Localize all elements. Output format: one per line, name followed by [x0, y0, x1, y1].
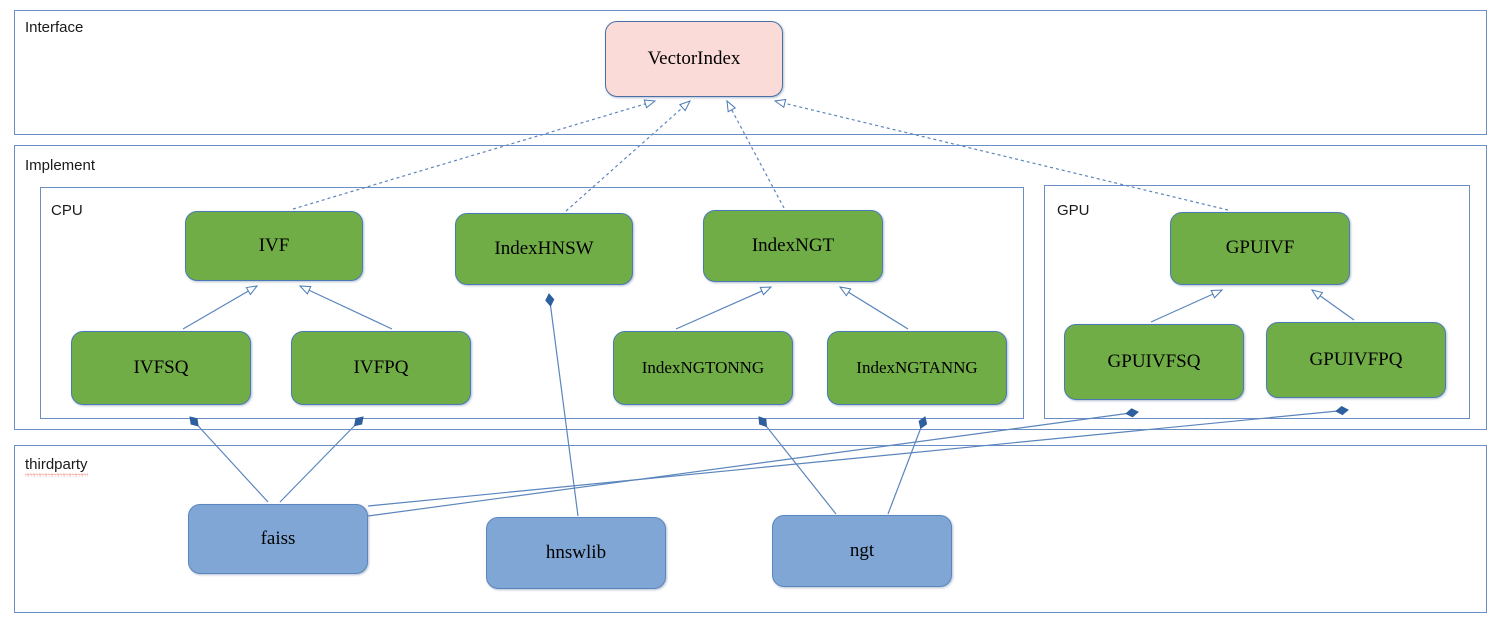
node-indexhnsw-label: IndexHNSW	[494, 237, 594, 259]
container-gpu-label: GPU	[1057, 202, 1090, 219]
node-indexngt-label: IndexNGT	[751, 234, 835, 256]
node-faiss-label: faiss	[260, 527, 296, 549]
node-vectorindex[interactable]: VectorIndex	[605, 21, 783, 97]
node-indexngtonng[interactable]: IndexNGTONNG	[613, 331, 793, 405]
container-implement-label: Implement	[25, 157, 96, 174]
node-gpuivf-label: GPUIVF	[1225, 237, 1295, 259]
node-ivfpq-label: IVFPQ	[353, 356, 409, 378]
node-indexngtanng-label: IndexNGTANNG	[856, 357, 978, 377]
node-ivfpq[interactable]: IVFPQ	[291, 331, 471, 405]
node-hnswlib-label: hnswlib	[545, 541, 607, 563]
node-faiss[interactable]: faiss	[188, 504, 368, 574]
node-gpuivfpq-label: GPUIVFPQ	[1309, 348, 1403, 370]
container-cpu-label: CPU	[51, 202, 83, 219]
node-gpuivfsq-label: GPUIVFSQ	[1107, 350, 1201, 372]
node-indexngt[interactable]: IndexNGT	[703, 210, 883, 282]
node-hnswlib[interactable]: hnswlib	[486, 517, 666, 589]
container-interface-label: Interface	[25, 19, 84, 36]
node-ivf[interactable]: IVF	[185, 211, 363, 281]
node-indexngtanng[interactable]: IndexNGTANNG	[827, 331, 1007, 405]
node-ivfsq-label: IVFSQ	[133, 356, 189, 378]
node-gpuivf[interactable]: GPUIVF	[1170, 212, 1350, 285]
node-indexhnsw[interactable]: IndexHNSW	[455, 213, 633, 285]
thirdparty-label-text: thirdparty	[25, 456, 88, 477]
node-ivfsq[interactable]: IVFSQ	[71, 331, 251, 405]
node-vectorindex-label: VectorIndex	[647, 47, 741, 69]
node-ngt[interactable]: ngt	[772, 515, 952, 587]
node-ivf-label: IVF	[258, 234, 290, 256]
node-ngt-label: ngt	[849, 539, 875, 561]
node-indexngtonng-label: IndexNGTONNG	[641, 357, 765, 377]
node-gpuivfpq[interactable]: GPUIVFPQ	[1266, 322, 1446, 398]
container-thirdparty-label: thirdparty	[25, 456, 88, 477]
node-gpuivfsq[interactable]: GPUIVFSQ	[1064, 324, 1244, 400]
